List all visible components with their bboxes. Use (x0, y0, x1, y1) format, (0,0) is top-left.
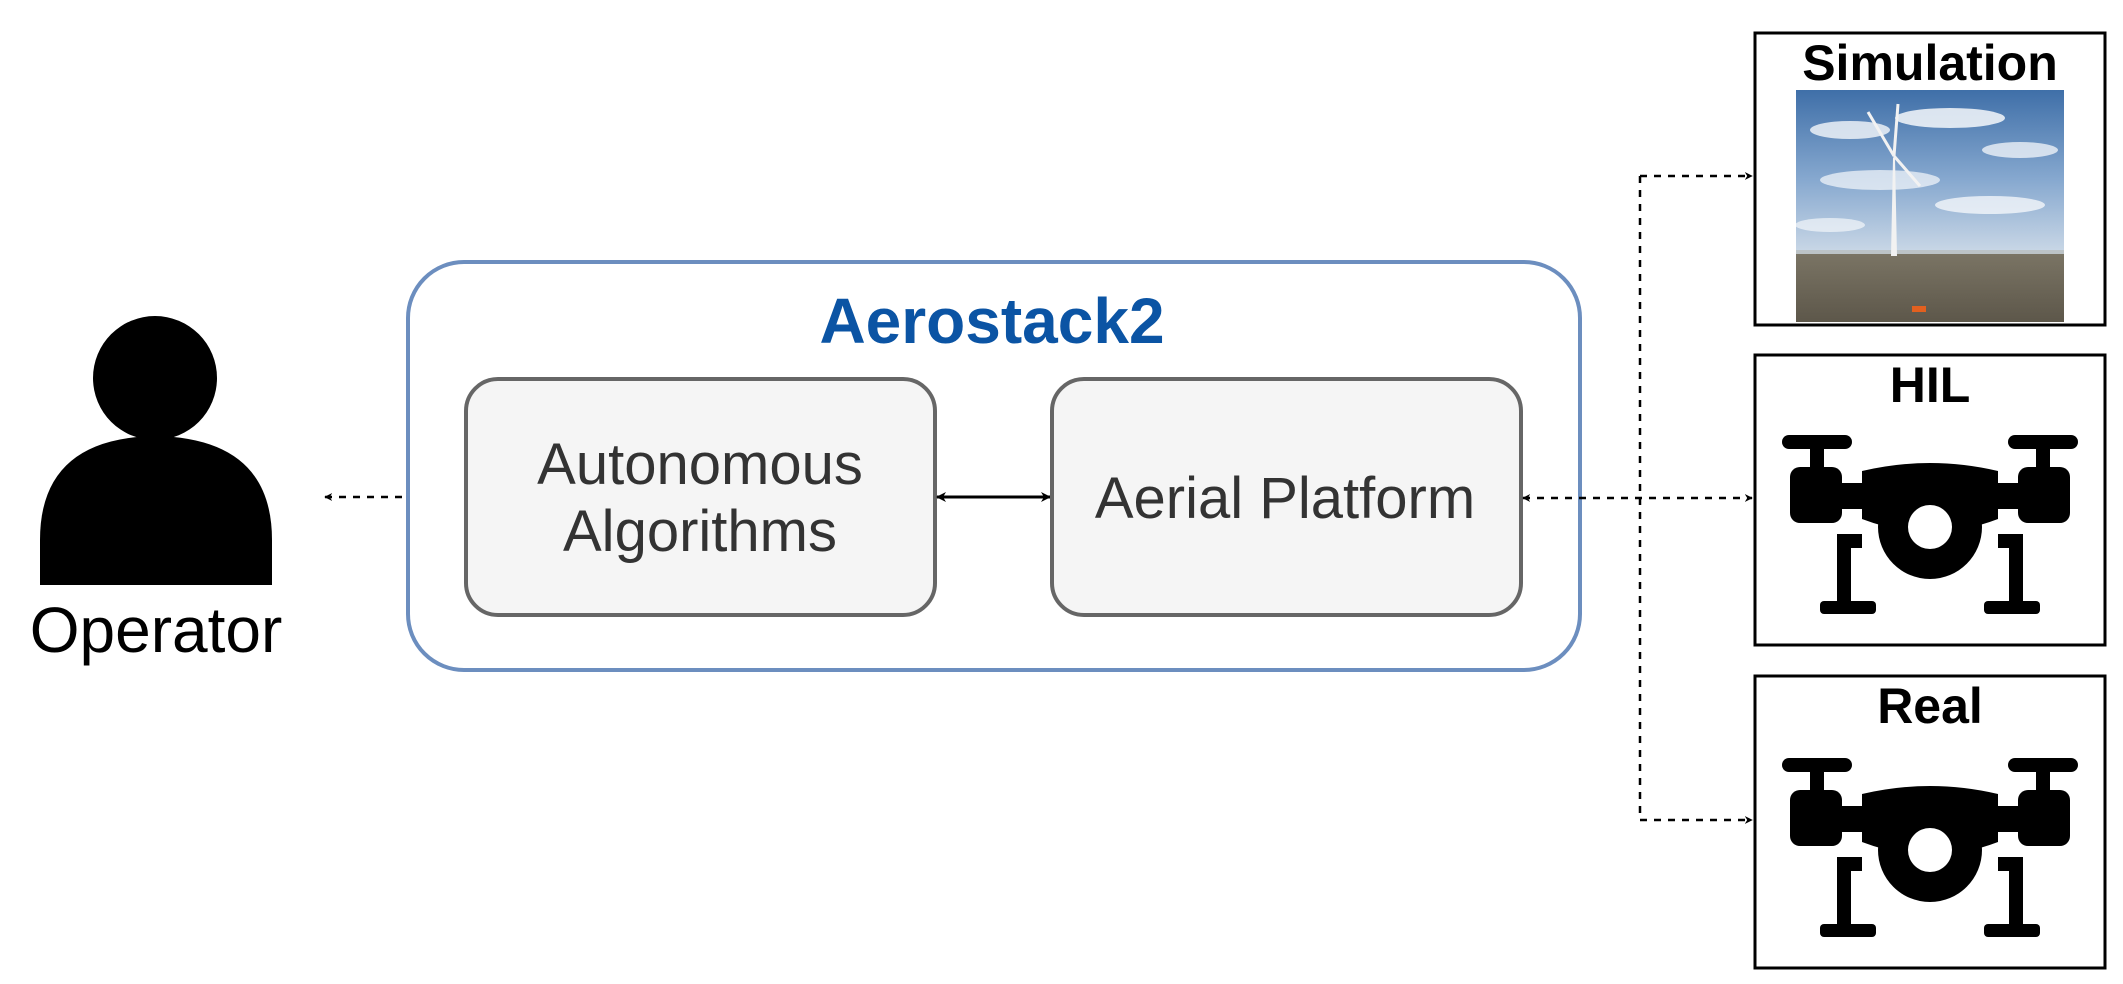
autonomous-algorithms-label-line2: Algorithms (563, 499, 837, 564)
operator: Operator (30, 316, 283, 666)
hil-target: HIL (1753, 353, 2107, 647)
aerial-platform-block: Aerial Platform (1050, 377, 1523, 617)
autonomous-algorithms-label-line1: Autonomous (537, 432, 863, 497)
simulation-label: Simulation (1802, 35, 2058, 91)
aerial-platform-label: Aerial Platform (1095, 466, 1475, 531)
target-connectors (1522, 172, 1753, 824)
aerostack2-title: Aerostack2 (819, 285, 1164, 357)
real-target: Real (1753, 674, 2107, 970)
aerostack2-container: Aerostack2 Autonomous Algorithms Aerial … (406, 260, 1582, 672)
operator-label: Operator (30, 594, 283, 666)
simulation-scene-image (1795, 90, 2064, 322)
real-label: Real (1877, 678, 1983, 734)
simulation-target: Simulation (1753, 31, 2107, 327)
wind-turbine-icon (1866, 103, 1922, 256)
autonomous-algorithms-block: Autonomous Algorithms (464, 377, 937, 617)
person-icon (40, 316, 272, 585)
hil-label: HIL (1890, 357, 1971, 413)
